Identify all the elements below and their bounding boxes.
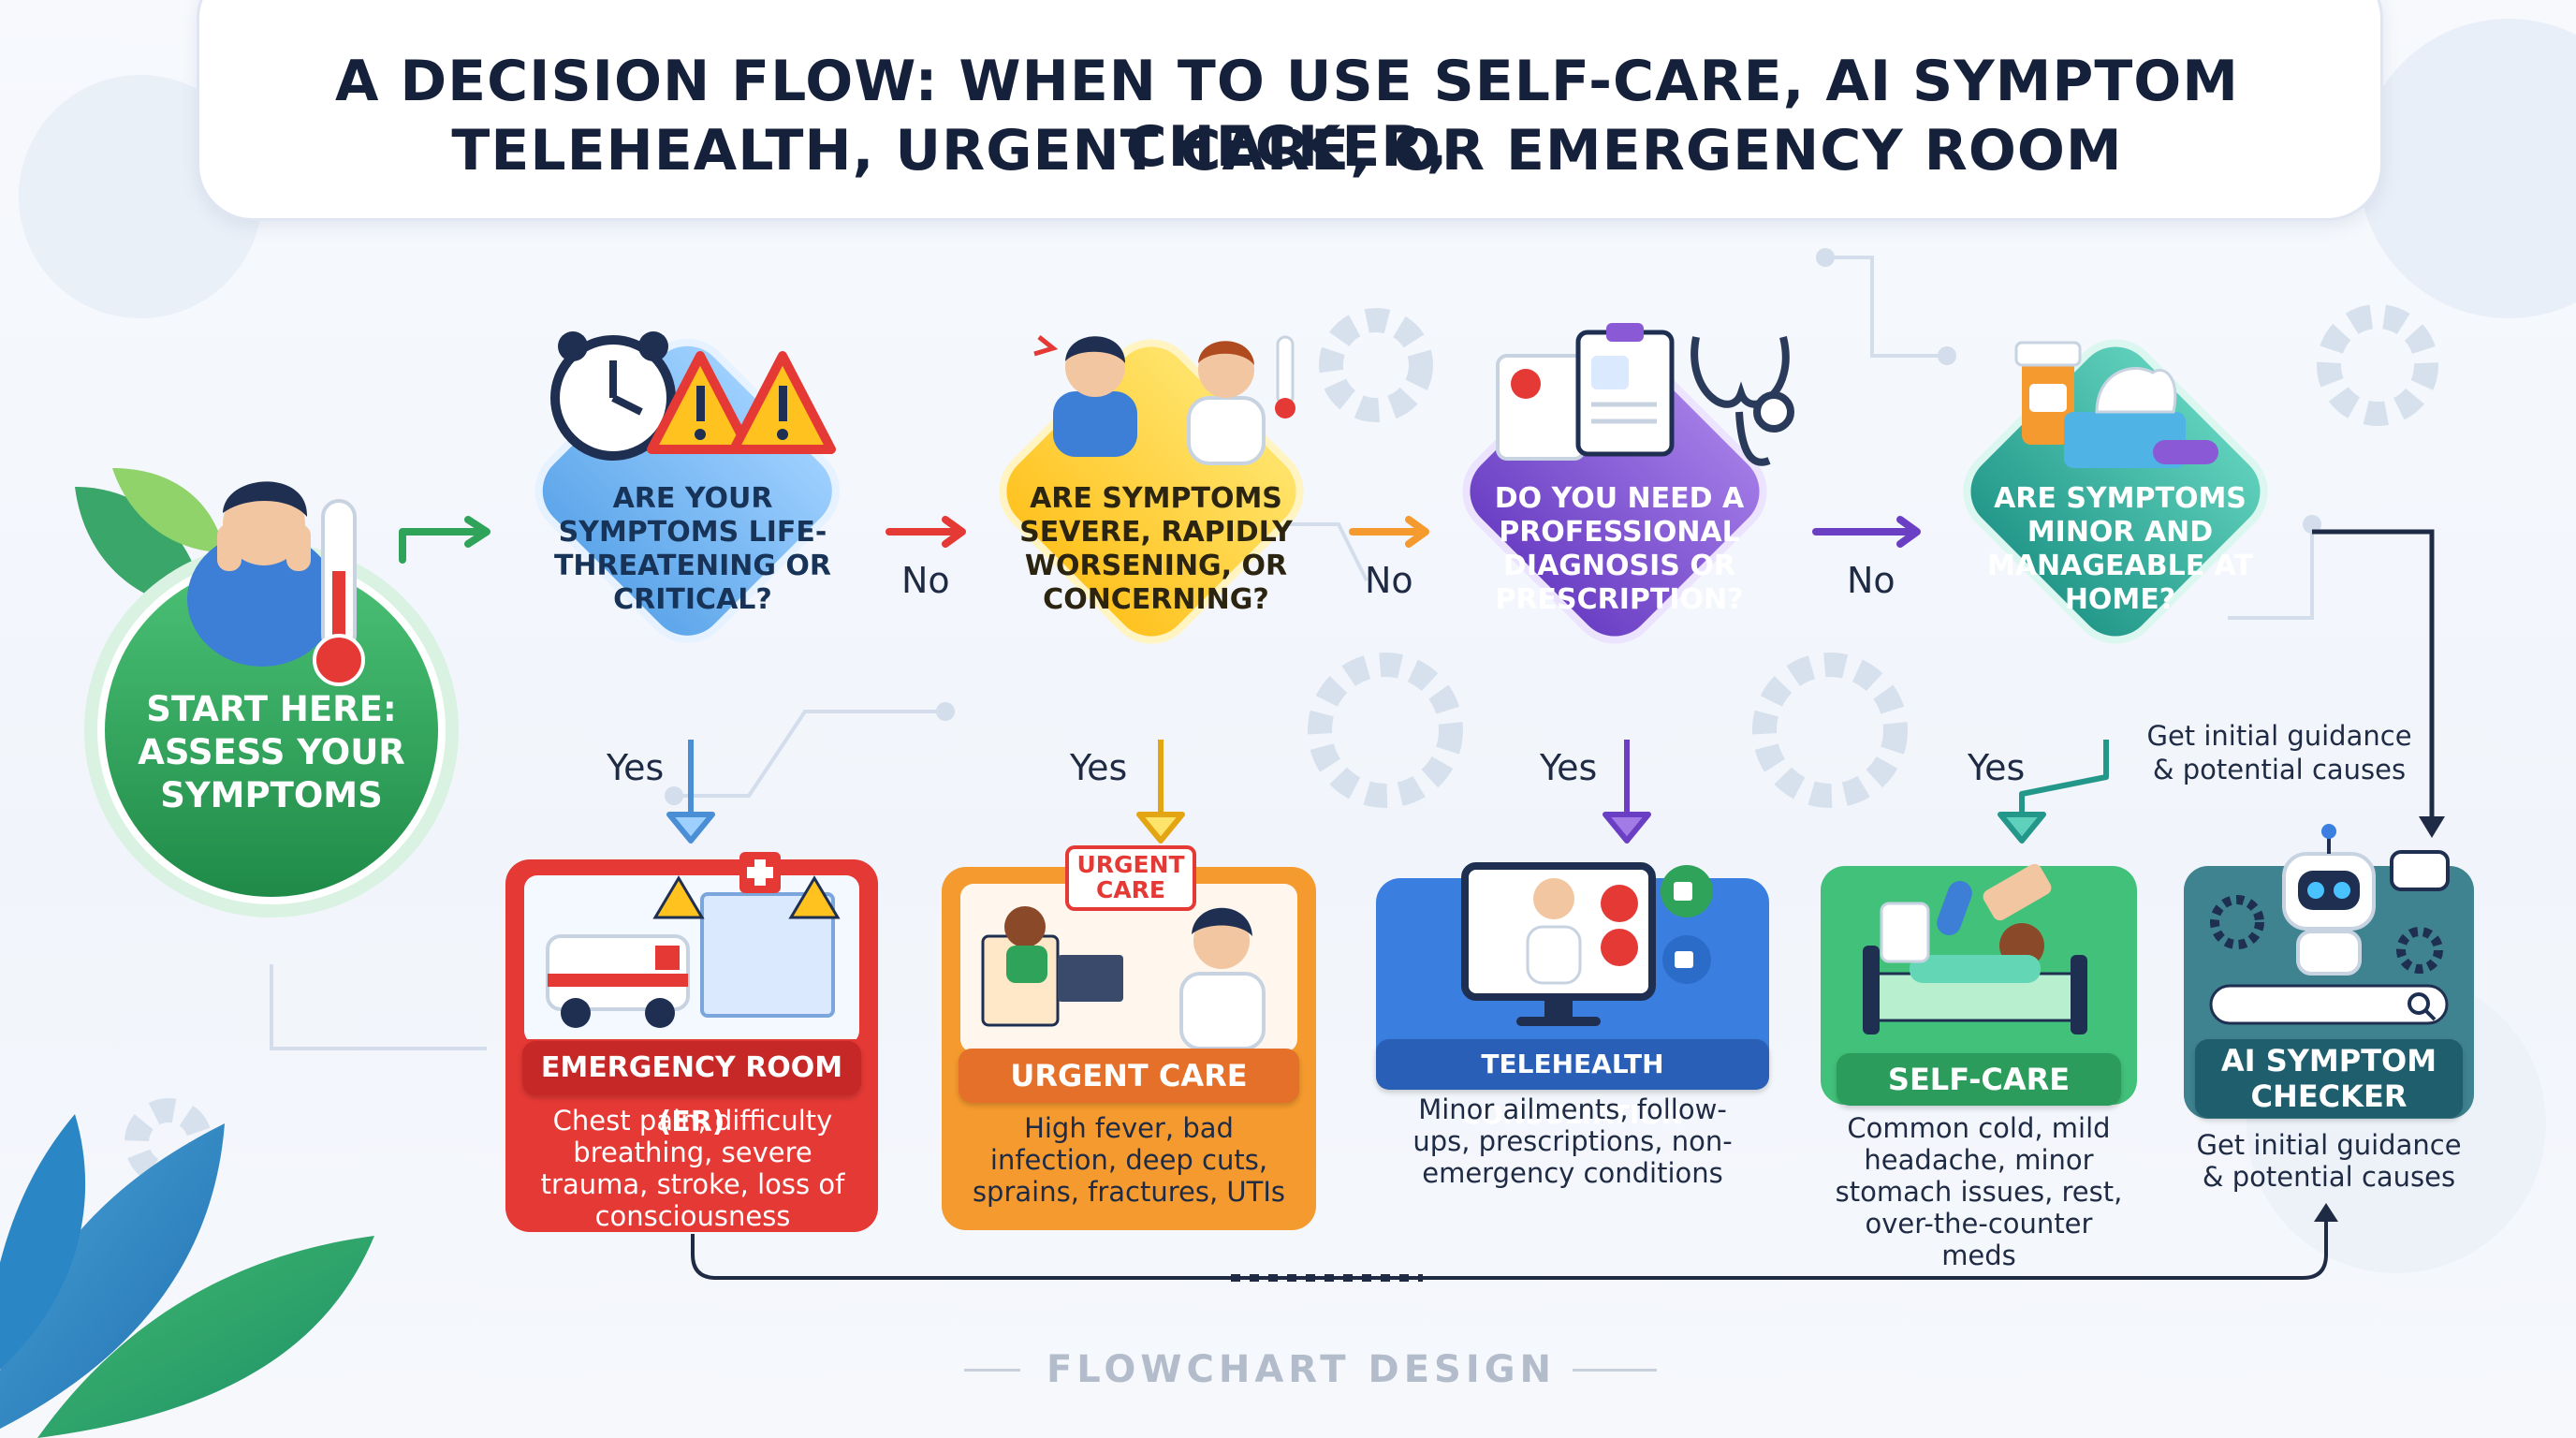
branch-label-no-1: No bbox=[901, 560, 950, 601]
alarm-clock-icon bbox=[550, 331, 676, 461]
headache-person-icon bbox=[1033, 335, 1137, 457]
footer-label: FLOWCHART DESIGN bbox=[1046, 1348, 1557, 1391]
question-4-text: ARE SYMPTOMS MINOR AND MANAGEABLE AT HOM… bbox=[1986, 482, 2253, 616]
branch-label-yes-4: Yes bbox=[1968, 747, 2026, 788]
urgent-care-card-title: URGENT CARE bbox=[959, 1049, 1299, 1103]
hospital-icon bbox=[652, 852, 841, 1018]
telehealth-card-description: Minor ailments, follow-ups, prescription… bbox=[1412, 1093, 1733, 1189]
reception-desk-icon bbox=[981, 906, 1266, 1050]
pills-icon bbox=[1880, 863, 2052, 963]
self-care-card-description: Common cold, mild headache, minor stomac… bbox=[1835, 1112, 2123, 1271]
medicine-icon bbox=[2014, 341, 2082, 445]
ai-checker-card-title: AI SYMPTOM CHECKER bbox=[2195, 1039, 2463, 1118]
footer-rule-left bbox=[964, 1369, 1020, 1372]
thermometer-icon bbox=[313, 499, 365, 686]
branch-label-no-2: No bbox=[1365, 560, 1413, 601]
branch-label-yes-2: Yes bbox=[1070, 747, 1128, 788]
er-card-description: Chest pain, difficulty breathing, severe… bbox=[540, 1105, 845, 1232]
branch-label-no-3: No bbox=[1847, 560, 1895, 601]
person-fever-icon bbox=[187, 481, 337, 667]
clipboard-icon bbox=[1496, 323, 1675, 461]
urgent-care-sign-icon bbox=[1065, 845, 1196, 911]
bed-patient-icon bbox=[1863, 923, 2087, 1034]
question-3-text: DO YOU NEED A PROFESSIONAL DIAGNOSIS OR … bbox=[1494, 482, 1745, 616]
title-panel bbox=[197, 0, 2383, 221]
ambulance-icon bbox=[546, 934, 690, 1028]
question-2-text: ARE SYMPTOMS SEVERE, RAPIDLY WORSENING, … bbox=[1019, 482, 1293, 616]
branch-label-yes-1: Yes bbox=[607, 747, 665, 788]
ai-checker-card-description: Get initial guidance & potential causes bbox=[2196, 1129, 2462, 1193]
robot-icon bbox=[2282, 824, 2376, 976]
title-line-1: A Decision Flow: When to Use Self-Care, … bbox=[335, 49, 2239, 180]
branch-label-yes-3: Yes bbox=[1540, 747, 1598, 788]
er-card-title: EMERGENCY ROOM (ER) bbox=[522, 1041, 861, 1138]
warning-icon bbox=[647, 351, 836, 454]
chat-bubble-icon bbox=[2390, 850, 2450, 891]
question-1-text: ARE YOUR SYMPTOMS LIFE-THREATENING OR CR… bbox=[553, 482, 832, 616]
urgent-care-sign-text: URGENT CARE bbox=[1076, 851, 1185, 903]
gear-icon bbox=[2210, 895, 2443, 974]
telehealth-card-title: TELEHEALTH CONSULTATION bbox=[1376, 1039, 1769, 1130]
doctor-icon bbox=[1187, 335, 1295, 465]
start-label: START HERE: ASSESS YOUR SYMPTOMS bbox=[138, 689, 405, 815]
tissue-box-icon bbox=[2064, 367, 2218, 468]
leaf-icon bbox=[0, 1114, 374, 1438]
search-bar-icon bbox=[2209, 984, 2449, 1025]
title-line-2: Telehealth, Urgent Care, or Emergency Ro… bbox=[451, 118, 2123, 183]
footer-rule-right bbox=[1573, 1369, 1657, 1372]
video-call-icon bbox=[1601, 865, 1713, 984]
self-care-card-title: SELF-CARE bbox=[1837, 1053, 2121, 1106]
ai-path-note: Get initial guidance & potential causes bbox=[2146, 720, 2412, 785]
stethoscope-icon bbox=[1690, 336, 1794, 466]
urgent-care-card-description: High fever, bad infection, deep cuts, sp… bbox=[972, 1112, 1286, 1208]
